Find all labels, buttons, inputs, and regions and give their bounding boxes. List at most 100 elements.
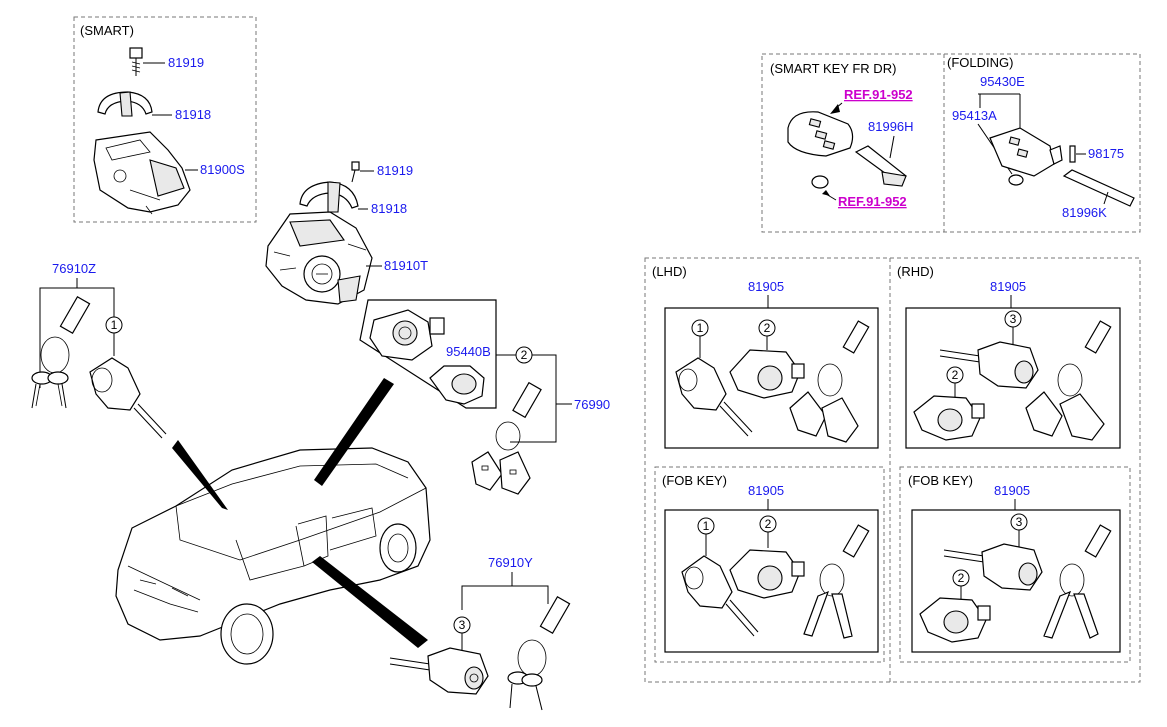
lock-cylinder-icon <box>913 395 985 441</box>
fob-rhd-box <box>899 466 1131 663</box>
part-number-81905[interactable]: 81905 <box>994 483 1030 498</box>
callout-number: 2 <box>958 571 965 585</box>
ignition-assembly: 81919 81918 81910T <box>265 161 428 305</box>
part-number-76990[interactable]: 76990 <box>574 397 610 412</box>
callout-number: 2 <box>521 348 528 362</box>
lock-cylinder-icon <box>729 549 805 599</box>
reference-link[interactable]: REF.91-952 <box>844 87 913 102</box>
key-fob-icon <box>471 381 542 495</box>
rhd-title: (RHD) <box>897 264 934 279</box>
blank-key-icon <box>1062 169 1135 207</box>
part-number-81918[interactable]: 81918 <box>371 201 407 216</box>
lock-cylinder-icon <box>681 555 759 637</box>
part-number-81910T[interactable]: 81910T <box>384 258 428 273</box>
leader-line <box>889 135 895 159</box>
bracket-line <box>510 354 557 443</box>
part-number-81905[interactable]: 81905 <box>990 279 1026 294</box>
part-number-95430E[interactable]: 95430E <box>980 74 1025 89</box>
lock-cylinder-icon <box>729 349 805 399</box>
key-fob-icon <box>989 127 1063 177</box>
key-group-box <box>761 53 1141 233</box>
leader-line <box>825 193 837 201</box>
lock-cylinder-icon <box>89 357 167 439</box>
start-button-set: 95440B 2 76990 <box>359 299 610 495</box>
pointer-arrow <box>312 556 428 648</box>
lock-cylinder-icon <box>943 543 1043 591</box>
pointer-arrow <box>172 440 228 510</box>
rhd-set-box <box>905 307 1121 449</box>
part-number-81996H[interactable]: 81996H <box>868 119 914 134</box>
callout-number: 2 <box>952 368 959 382</box>
car-icon <box>115 447 431 665</box>
ignition-switch-icon <box>265 211 373 305</box>
blank-key-icon <box>803 524 870 639</box>
lock-set-group: (LHD) (RHD) 81905 1 2 81905 <box>644 257 1141 683</box>
callout-number: 2 <box>764 321 771 335</box>
smart-group-box <box>73 16 257 223</box>
leader-line <box>1103 191 1109 205</box>
lock-cylinder-icon <box>939 341 1039 389</box>
callout-number: 1 <box>697 321 704 335</box>
lock-set-outer-box <box>644 257 1141 683</box>
fob-lhd-set-box <box>664 509 879 653</box>
lock-cylinder-icon <box>389 647 489 695</box>
battery-icon <box>1008 174 1024 186</box>
ignition-switch-icon <box>93 131 191 215</box>
lhd-set-box <box>664 307 879 449</box>
blank-key-icon <box>854 145 907 187</box>
reference-link[interactable]: REF.91-952 <box>838 194 907 209</box>
smart-key-title: (SMART KEY FR DR) <box>770 61 896 76</box>
bolt-icon <box>351 161 360 183</box>
fob-rhd-set-box <box>911 509 1121 653</box>
smart-group: (SMART) 81919 81918 81900S <box>73 16 257 223</box>
callout-circle <box>105 316 123 334</box>
start-button-box <box>359 299 497 409</box>
callout-number: 3 <box>459 618 466 632</box>
part-number-81918[interactable]: 81918 <box>175 107 211 122</box>
callout-number: 1 <box>111 318 118 332</box>
lhd-title: (LHD) <box>652 264 687 279</box>
blank-key-icon <box>1043 524 1112 639</box>
fob-lhd-box <box>654 466 885 663</box>
door-lock-set-76910Y: 76910Y 3 <box>389 555 571 711</box>
key-fob-icon <box>787 111 854 157</box>
key-group-top-right: (SMART KEY FR DR) (FOLDING) REF.91-952 8… <box>761 53 1141 233</box>
lock-cylinder-icon <box>675 357 753 437</box>
pointer-arrow <box>822 190 830 196</box>
key-fob-icon <box>1025 320 1112 441</box>
pin-icon <box>1069 145 1076 163</box>
bracket-line <box>978 93 1021 130</box>
part-number-95440B[interactable]: 95440B <box>446 344 491 359</box>
bolt-icon <box>129 47 143 76</box>
part-number-81900S[interactable]: 81900S <box>200 162 245 177</box>
door-lock-set-76910Z: 76910Z 1 <box>31 261 167 439</box>
part-number-98175[interactable]: 98175 <box>1088 146 1124 161</box>
key-fob-icon <box>789 320 870 443</box>
folding-title: (FOLDING) <box>947 55 1013 70</box>
fob-rhd-title: (FOB KEY) <box>908 473 973 488</box>
callout-number: 2 <box>765 517 772 531</box>
ignition-switch-icon <box>369 309 445 361</box>
part-number-76910Z[interactable]: 76910Z <box>52 261 96 276</box>
pointer-arrow <box>314 378 394 486</box>
callout-number: 3 <box>1016 515 1023 529</box>
part-number-81905[interactable]: 81905 <box>748 279 784 294</box>
part-number-81919[interactable]: 81919 <box>168 55 204 70</box>
pointer-arrow <box>830 104 840 114</box>
part-number-95413A[interactable]: 95413A <box>952 108 997 123</box>
blank-key-icon <box>507 595 571 711</box>
blank-key-icon <box>31 295 91 409</box>
start-button-icon <box>429 365 485 405</box>
clamp-icon <box>97 91 153 117</box>
smart-group-title: (SMART) <box>80 23 134 38</box>
callout-number: 3 <box>1010 312 1017 326</box>
fob-lhd-title: (FOB KEY) <box>662 473 727 488</box>
part-number-81905[interactable]: 81905 <box>748 483 784 498</box>
bracket-line <box>461 585 549 610</box>
battery-icon <box>811 175 829 189</box>
part-number-81919[interactable]: 81919 <box>377 163 413 178</box>
part-number-76910Y[interactable]: 76910Y <box>488 555 533 570</box>
part-number-81996K[interactable]: 81996K <box>1062 205 1107 220</box>
clamp-icon <box>299 181 359 213</box>
